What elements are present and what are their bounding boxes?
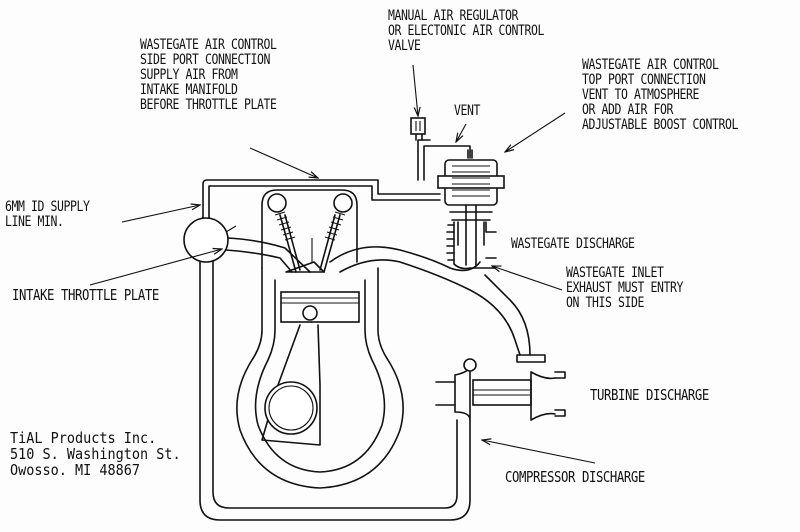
label-air-regulator: MANUAL AIR REGULATOR OR ELECTONIC AIR CO… bbox=[388, 9, 544, 54]
piston bbox=[280, 291, 360, 323]
supply-air-line bbox=[202, 129, 471, 219]
label-line: EXHAUST MUST ENTRY bbox=[566, 280, 684, 296]
intake-manifold bbox=[225, 237, 311, 273]
label-line: LINE MIN. bbox=[5, 214, 64, 230]
label-side-port-connection: WASTEGATE AIR CONTROL SIDE PORT CONNECTI… bbox=[140, 38, 277, 113]
label-line: BEFORE THROTTLE PLATE bbox=[140, 97, 277, 113]
label-intake-throttle-plate: INTAKE THROTTLE PLATE bbox=[12, 286, 159, 304]
label-line: INTAKE MANIFOLD bbox=[140, 82, 238, 98]
cylinder-head bbox=[261, 189, 358, 273]
label-line: OR ADD AIR FOR bbox=[582, 102, 674, 118]
company-name: TiAL Products Inc. bbox=[10, 429, 157, 447]
label-line: MANUAL AIR REGULATOR bbox=[388, 8, 519, 24]
exhaust-manifold bbox=[329, 246, 531, 356]
wastegate bbox=[437, 149, 505, 270]
intake-valve-spring bbox=[274, 211, 301, 273]
label-line: 6MM ID SUPPLY bbox=[5, 199, 90, 215]
label-line: VENT TO ATMOSPHERE bbox=[582, 87, 700, 103]
label-line: OR ELECTONIC AIR CONTROL bbox=[388, 23, 545, 39]
company-street: 510 S. Washington St. bbox=[10, 445, 181, 463]
air-regulator-valve bbox=[410, 117, 426, 135]
label-line: WASTEGATE AIR CONTROL bbox=[582, 57, 719, 73]
label-line: ADJUSTABLE BOOST CONTROL bbox=[582, 117, 739, 133]
label-turbine-discharge: TURBINE DISCHARGE bbox=[590, 386, 709, 404]
engine-block bbox=[236, 267, 404, 489]
label-line: SUPPLY AIR FROM bbox=[140, 67, 238, 83]
label-line: SIDE PORT CONNECTION bbox=[140, 52, 271, 68]
label-line: TOP PORT CONNECTION bbox=[582, 72, 706, 88]
intake-charge-pipe bbox=[199, 254, 471, 521]
throttle-body bbox=[183, 217, 237, 263]
label-supply-line: 6MM ID SUPPLY LINE MIN. bbox=[5, 200, 90, 230]
exhaust-valve-spring bbox=[319, 211, 346, 273]
label-top-port-connection: WASTEGATE AIR CONTROL TOP PORT CONNECTIO… bbox=[582, 58, 738, 133]
label-compressor-discharge: COMPRESSOR DISCHARGE bbox=[505, 468, 645, 486]
company-address: TiAL Products Inc. 510 S. Washington St.… bbox=[10, 430, 181, 478]
label-line: WASTEGATE INLET bbox=[566, 265, 664, 281]
turbocharger bbox=[435, 354, 566, 421]
label-wastegate-inlet: WASTEGATE INLET EXHAUST MUST ENTRY ON TH… bbox=[566, 266, 683, 311]
label-vent: VENT bbox=[454, 103, 481, 119]
connecting-rod bbox=[261, 324, 321, 446]
leader-lines bbox=[89, 64, 596, 464]
label-line: WASTEGATE AIR CONTROL bbox=[140, 37, 277, 53]
label-line: VALVE bbox=[388, 38, 421, 54]
company-city: Owosso. MI 48867 bbox=[10, 461, 141, 479]
label-line: ON THIS SIDE bbox=[566, 295, 645, 311]
label-wastegate-discharge: WASTEGATE DISCHARGE bbox=[511, 236, 635, 252]
